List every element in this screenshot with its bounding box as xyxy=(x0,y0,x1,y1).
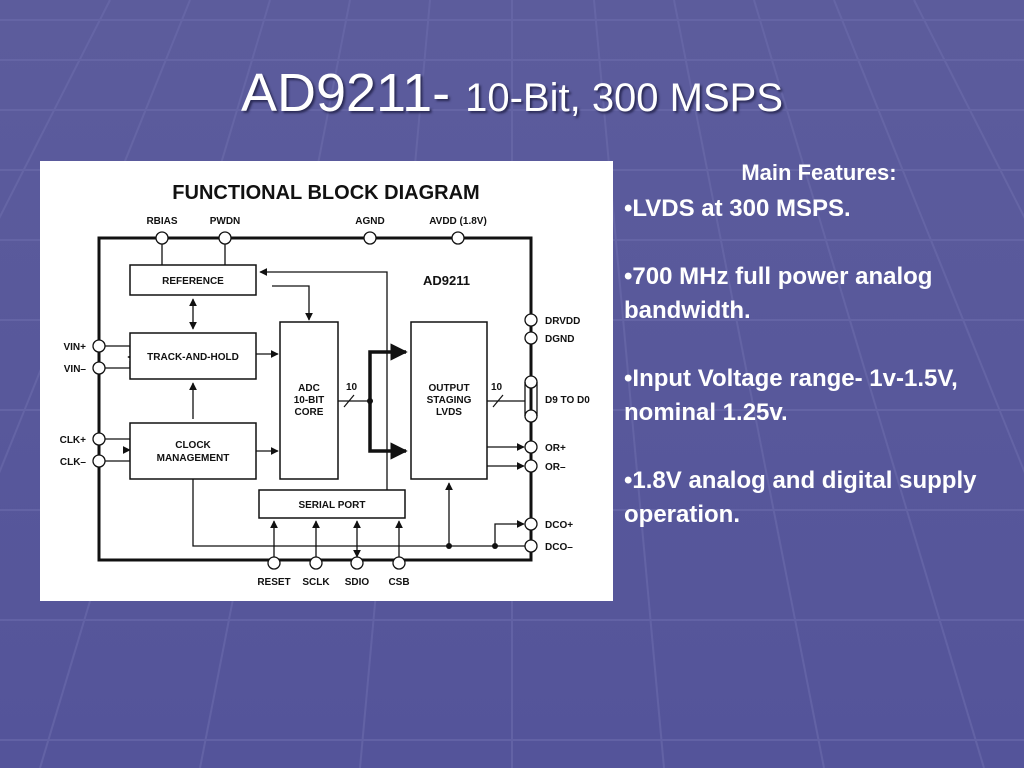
adc-label-2: 10-BIT xyxy=(294,395,325,406)
pin-clk-minus xyxy=(92,454,106,468)
pin-label-d9-d0: D9 TO D0 xyxy=(545,395,590,406)
pin-label-drvdd: DRVDD xyxy=(545,316,580,327)
reference-block xyxy=(129,264,257,296)
output-label-2: STAGING xyxy=(427,395,472,406)
pin-label-clk-minus: CLK– xyxy=(60,457,87,468)
feature-bullet-bandwidth: •700 MHz full power analog bandwidth. xyxy=(624,263,933,324)
serial-port-block xyxy=(258,489,406,519)
pin-dgnd xyxy=(524,331,538,345)
reference-label: REFERENCE xyxy=(162,276,224,287)
pin-dco-plus xyxy=(524,517,538,531)
pin-label-dco-minus: DCO– xyxy=(545,542,573,553)
pin-clk-plus xyxy=(92,432,106,446)
pin-or-minus xyxy=(524,459,538,473)
pin-label-csb: CSB xyxy=(388,577,409,588)
pin-csb xyxy=(392,556,406,570)
pin-or-plus xyxy=(524,440,538,454)
pin-reset xyxy=(267,556,281,570)
output-staging-block xyxy=(410,321,488,480)
title-specs: 10-Bit, 300 MSPS xyxy=(465,76,784,120)
bus-width-label-adc: 10 xyxy=(346,382,358,393)
track-hold-label: TRACK-AND-HOLD xyxy=(147,352,239,363)
features-panel: Main Features: •LVDS at 300 MSPS. •700 M… xyxy=(624,160,1014,566)
pin-d0 xyxy=(524,409,538,423)
pin-label-pwdn: PWDN xyxy=(210,216,241,227)
pin-label-rbias: RBIAS xyxy=(146,216,177,227)
diagram-heading: FUNCTIONAL BLOCK DIAGRAM xyxy=(172,182,479,204)
serial-port-label: SERIAL PORT xyxy=(298,500,365,511)
pin-label-dgnd: DGND xyxy=(545,334,574,345)
block-diagram-image: FUNCTIONAL BLOCK DIAGRAM AD9211 RBIAS PW… xyxy=(40,161,613,601)
output-label-1: OUTPUT xyxy=(428,383,469,394)
clock-label-1: CLOCK xyxy=(175,440,211,451)
adc-label-3: CORE xyxy=(295,407,324,418)
pin-d9 xyxy=(524,375,538,389)
feature-bullet-lvds: •LVDS at 300 MSPS. xyxy=(624,195,851,222)
pin-label-agnd: AGND xyxy=(355,216,384,227)
pin-label-or-minus: OR– xyxy=(545,462,566,473)
pin-label-sclk: SCLK xyxy=(302,577,330,588)
pin-avdd xyxy=(451,231,465,245)
pin-label-avdd: AVDD (1.8V) xyxy=(429,216,487,227)
pin-sdio xyxy=(350,556,364,570)
functional-block-diagram: FUNCTIONAL BLOCK DIAGRAM AD9211 RBIAS PW… xyxy=(60,182,591,588)
title-chip-name: AD9211- xyxy=(240,63,466,123)
output-label-3: LVDS xyxy=(436,407,462,418)
pin-dco-minus xyxy=(524,539,538,553)
features-heading: Main Features: xyxy=(741,160,897,185)
pin-drvdd xyxy=(524,313,538,327)
pin-label-reset: RESET xyxy=(257,577,290,588)
pin-vin-minus xyxy=(92,361,106,375)
pin-label-vin-minus: VIN– xyxy=(64,364,87,375)
bus-width-label-out: 10 xyxy=(491,382,503,393)
pin-sclk xyxy=(309,556,323,570)
pin-label-dco-plus: DCO+ xyxy=(545,520,573,531)
pin-label-vin-plus: VIN+ xyxy=(63,342,86,353)
pin-label-clk-plus: CLK+ xyxy=(60,435,87,446)
pin-vin-plus xyxy=(92,339,106,353)
slide-title: AD9211- 10-Bit, 300 MSPS xyxy=(0,62,1024,124)
pin-label-or-plus: OR+ xyxy=(545,443,566,454)
pin-agnd xyxy=(363,231,377,245)
pin-pwdn xyxy=(218,231,232,245)
pin-label-sdio: SDIO xyxy=(345,577,370,588)
chip-label: AD9211 xyxy=(423,273,470,288)
feature-bullet-supply: •1.8V analog and digital supply operatio… xyxy=(624,467,977,528)
pin-rbias xyxy=(155,231,169,245)
clock-label-2: MANAGEMENT xyxy=(157,453,230,464)
track-hold-block xyxy=(129,332,257,380)
clock-management-block xyxy=(129,422,257,480)
feature-bullet-input-range: •Input Voltage range- 1v-1.5V, nominal 1… xyxy=(624,365,958,426)
adc-label-1: ADC xyxy=(298,383,320,394)
